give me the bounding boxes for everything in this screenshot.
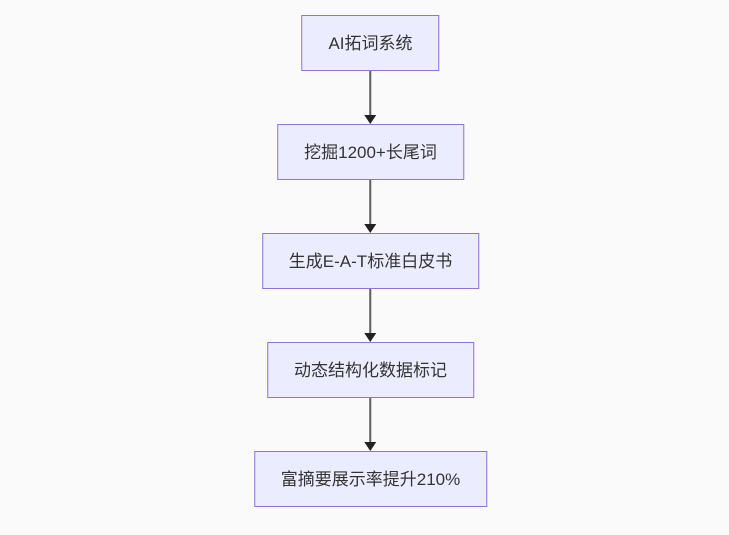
arrow-down-connector <box>364 180 377 233</box>
arrowhead-down-icon <box>364 442 377 451</box>
arrowhead-down-icon <box>364 224 377 233</box>
arrowhead-down-icon <box>364 333 377 342</box>
flowchart: AI拓词系统 挖掘1200+长尾词 生成E-A-T标准白皮书 动态结构化数据标记… <box>253 15 488 507</box>
arrow-down-connector <box>364 71 377 124</box>
flow-node-label: 生成E-A-T标准白皮书 <box>288 251 453 271</box>
arrow-down-connector <box>364 398 377 451</box>
flow-node-longtail-keywords: 挖掘1200+长尾词 <box>277 124 464 180</box>
flow-node-label: 富摘要展示率提升210% <box>280 469 461 489</box>
flow-node-ai-system: AI拓词系统 <box>301 15 440 71</box>
arrow-shaft <box>369 289 372 334</box>
arrow-shaft <box>369 71 372 116</box>
arrow-shaft <box>369 398 372 443</box>
arrow-down-connector <box>364 289 377 342</box>
arrow-shaft <box>369 180 372 225</box>
flow-node-rich-snippet-result: 富摘要展示率提升210% <box>253 451 488 507</box>
flow-node-label: 动态结构化数据标记 <box>293 360 447 380</box>
flow-node-label: 挖掘1200+长尾词 <box>304 142 437 162</box>
flow-node-structured-data: 动态结构化数据标记 <box>266 342 474 398</box>
flow-node-label: AI拓词系统 <box>328 33 413 53</box>
flow-node-eat-whitepaper: 生成E-A-T标准白皮书 <box>261 233 480 289</box>
arrowhead-down-icon <box>364 115 377 124</box>
